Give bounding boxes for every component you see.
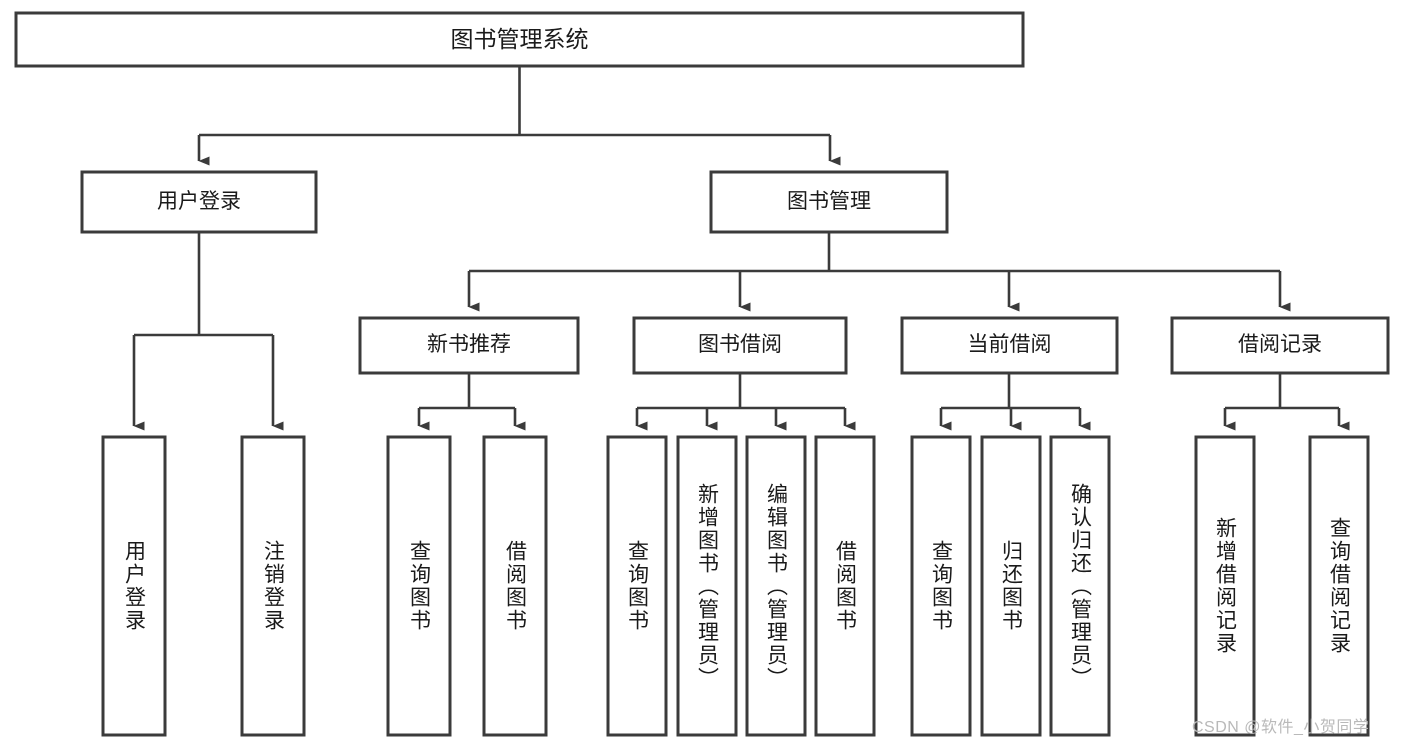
connectors [132,66,1350,431]
node-box-current-borrow [900,316,1119,375]
node-box-user-login [80,170,318,234]
node-box-leaf-return-book [980,435,1042,737]
node-box-leaf-add-borrow-record [1194,435,1256,737]
node-box-root [14,11,1025,68]
node-box-leaf-logout [240,435,306,737]
node-box-leaf-query-book-rec [386,435,452,737]
node-boxes [14,11,1390,737]
node-box-book-borrow [632,316,848,375]
node-box-new-book-recommend [358,316,580,375]
node-box-leaf-query-book-borrow [606,435,668,737]
node-box-borrow-record [1170,316,1390,375]
node-box-leaf-user-login [101,435,167,737]
node-box-leaf-query-borrow-record [1308,435,1370,737]
node-box-leaf-borrow-book [814,435,876,737]
node-box-leaf-confirm-return [1049,435,1111,737]
node-box-leaf-edit-book [745,435,807,737]
node-box-leaf-borrow-book-rec [482,435,548,737]
node-box-leaf-add-book [676,435,738,737]
node-box-leaf-query-book-current [910,435,972,737]
csdn-watermark: CSDN @软件_小贺同学 [1192,719,1370,736]
node-box-book-management [709,170,949,234]
